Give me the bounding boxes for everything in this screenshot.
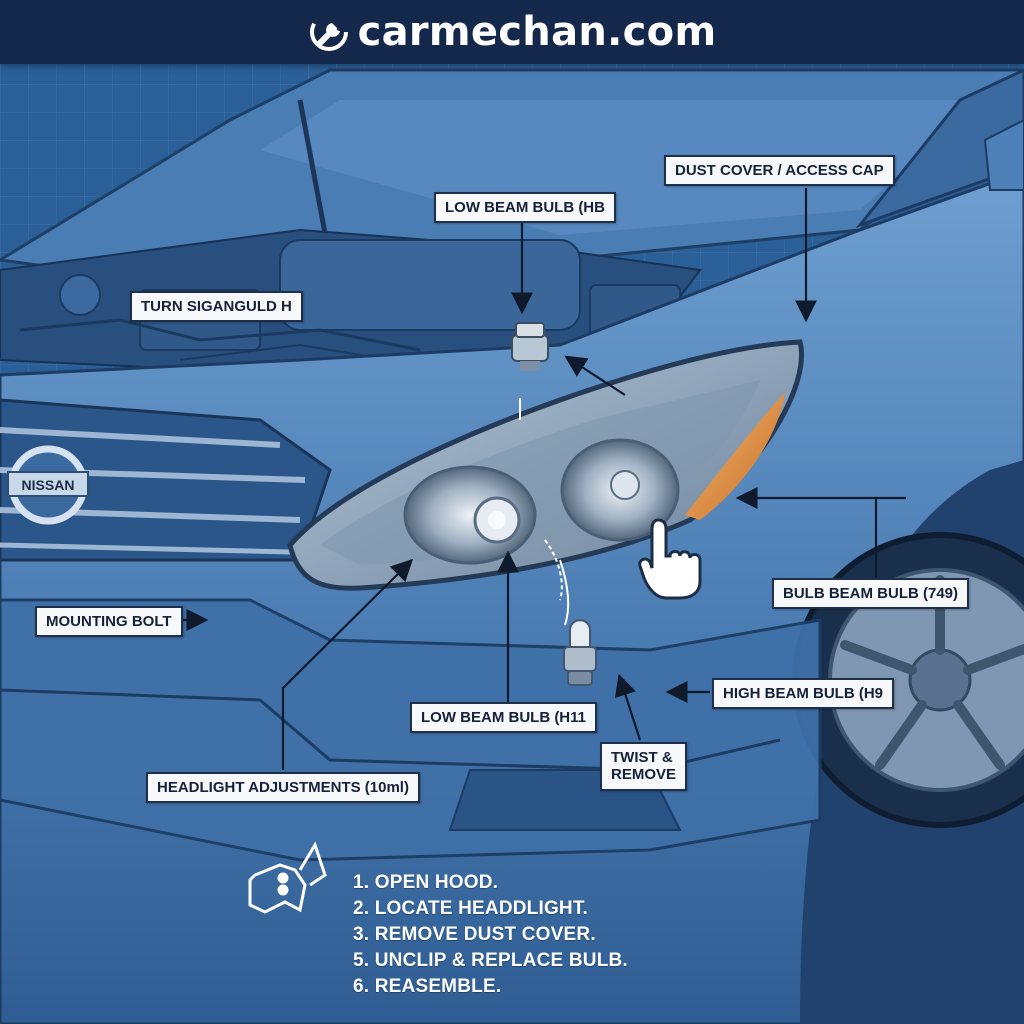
bulb-icon <box>563 619 597 686</box>
windshield <box>855 68 1024 229</box>
step-item: 5. UNCLIP & REPLACE BULB. <box>353 950 628 971</box>
step-item: 1. OPEN HOOD. <box>353 872 499 893</box>
amber-reflector <box>685 392 785 520</box>
side-mirror <box>983 118 1024 191</box>
badge-text: NISSAN <box>22 477 75 493</box>
callout-low-beam-top: LOW BEAM BULB (HB <box>434 192 616 224</box>
callout-headlight-adjustments: HEADLIGHT ADJUSTMENTS (10ml) <box>146 772 420 804</box>
callout-dust-cover: DUST COVER / ACCESS CAP <box>664 155 895 187</box>
twist-remove-line1: TWIST & <box>611 749 673 766</box>
wrench-gear-icon <box>309 13 348 51</box>
callout-high-beam: HIGH BEAM BULB (H9 <box>712 678 894 710</box>
low-beam-socket <box>511 322 549 371</box>
hand-pointer-icon <box>638 518 702 600</box>
leader-low-beam-socket <box>564 355 626 396</box>
instruction-steps: 1. OPEN HOOD. 2. LOCATE HEADDLIGHT. 3. R… <box>353 870 628 1000</box>
blueprint-illustration: NISSAN <box>0 64 1024 1024</box>
headlight-assembly <box>287 339 804 591</box>
callout-mounting-bolt: MOUNTING BOLT <box>35 606 183 638</box>
callout-turn-signal: TURN SIGANGULD H <box>130 291 303 323</box>
callout-twist-remove: TWIST & REMOVE <box>600 742 688 791</box>
brand-name: carmechan.com <box>357 9 717 55</box>
nissan-badge: NISSAN <box>7 445 89 525</box>
hood-latch-icon <box>248 841 327 914</box>
callout-bulb-beam: BULB BEAM BULB (749) <box>772 578 970 610</box>
twist-remove-line2: REMOVE <box>611 766 677 784</box>
leader-headlight-adjustments <box>281 558 414 770</box>
brand[interactable]: carmechan.com <box>308 9 717 55</box>
leader-twist-remove <box>614 673 642 741</box>
site-header: carmechan.com <box>0 0 1024 64</box>
callout-low-beam-bottom: LOW BEAM BULB (H11 <box>410 702 597 734</box>
step-item: 2. LOCATE HEADDLIGHT. <box>353 898 589 919</box>
step-item: 6. REASEMBLE. <box>353 976 502 997</box>
step-item: 3. REMOVE DUST COVER. <box>353 924 596 945</box>
engine-cover <box>279 239 581 331</box>
